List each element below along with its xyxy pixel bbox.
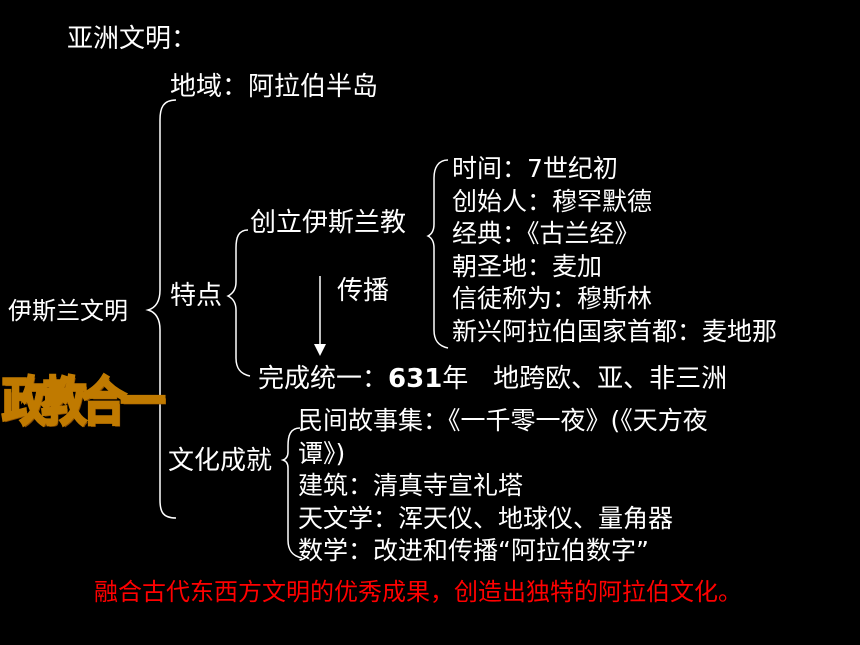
culture-item-folktales: 民间故事集：《一千零一夜》(《天方夜 [298, 406, 708, 435]
stamp-zhengjiaoheyi: 政教合一 [1, 372, 167, 435]
unification-node: 完成统一：631年 地跨欧、亚、非三洲 [258, 364, 727, 394]
root-node: 伊斯兰文明 [8, 297, 128, 325]
region-node: 地域：阿拉伯半岛 [170, 72, 379, 102]
detail-founder: 创始人：穆罕默德 [452, 186, 653, 216]
main-brace [145, 99, 177, 519]
culture-item-astronomy: 天文学：浑天仪、地球仪、量角器 [298, 503, 674, 533]
unification-suffix: 年 地跨欧、亚、非三洲 [442, 364, 728, 394]
culture-item-folktales-cont: 谭》) [298, 438, 346, 468]
spread-label: 传播 [337, 276, 390, 306]
heading: 亚洲文明： [67, 24, 198, 54]
culture-item-math: 数学：改进和传播“阿拉伯数字” [298, 536, 649, 565]
features-brace [226, 229, 251, 377]
founding-node: 创立伊斯兰教 [250, 208, 407, 238]
detail-scripture: 经典：《古兰经》 [452, 219, 640, 248]
detail-pilgrimage: 朝圣地：麦加 [452, 251, 603, 281]
detail-time: 时间：7世纪初 [452, 154, 618, 183]
culture-brace [280, 427, 303, 559]
culture-item-architecture: 建筑：清真寺宣礼塔 [298, 471, 524, 500]
islam-brace [426, 159, 449, 349]
summary-text: 融合古代东西方文明的优秀成果，创造出独特的阿拉伯文化。 [94, 578, 742, 606]
culture-items-list: 民间故事集：《一千零一夜》(《天方夜 谭》) 建筑：清真寺宣礼塔 天文学：浑天仪… [298, 405, 708, 568]
features-node: 特点 [170, 281, 223, 311]
unification-year: 631 [388, 364, 443, 394]
islam-details-list: 时间：7世纪初 创始人：穆罕默德 经典：《古兰经》 朝圣地：麦加 信徒称为：穆斯… [452, 153, 777, 348]
culture-node: 文化成就 [168, 446, 273, 476]
spread-arrow-head [314, 344, 326, 356]
unification-prefix: 完成统一： [258, 364, 389, 394]
detail-believers: 信徒称为：穆斯林 [452, 284, 653, 313]
detail-capital: 新兴阿拉伯国家首都：麦地那 [452, 316, 778, 346]
